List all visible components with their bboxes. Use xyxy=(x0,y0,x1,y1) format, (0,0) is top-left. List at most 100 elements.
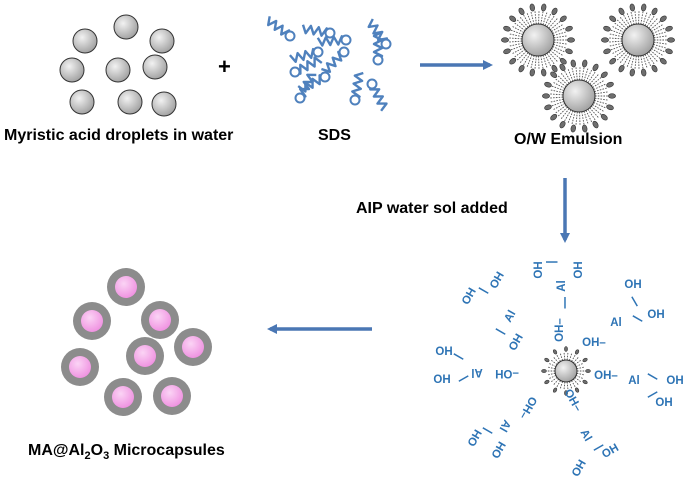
micelle-tail xyxy=(530,55,535,70)
sds-head xyxy=(366,78,378,90)
micelle-tail xyxy=(622,13,631,27)
micelle-head xyxy=(552,349,558,355)
micelle-head xyxy=(564,390,568,396)
micelle-tail xyxy=(567,110,574,124)
micelle-tail xyxy=(630,10,635,25)
micelle-tail xyxy=(652,27,666,34)
micelle-tail xyxy=(548,51,559,63)
micelle-tail xyxy=(552,81,566,89)
micelle-head xyxy=(641,3,647,12)
droplet xyxy=(105,57,131,83)
aip-coated-micelle: OHAlOHOH–||OHOHAlOH||OHAlOHOH–||OHOHAl–O… xyxy=(433,260,683,479)
micelle-tail xyxy=(587,109,597,122)
central-micelle xyxy=(541,346,591,396)
micelle-tail xyxy=(622,53,631,67)
micelle-head xyxy=(565,25,573,32)
micelle-head xyxy=(550,113,558,121)
aip-step-label: AIP water sol added xyxy=(356,200,508,217)
sds-head xyxy=(340,34,352,46)
micelle-head xyxy=(592,63,599,72)
micelle-tail xyxy=(553,35,568,39)
micelle-head xyxy=(559,57,567,65)
micelle-tail xyxy=(646,14,656,27)
micelle-tail xyxy=(546,53,556,66)
micelle-head xyxy=(565,48,573,55)
microcapsule xyxy=(126,337,164,375)
micelle-tail xyxy=(546,14,556,27)
micelle-head xyxy=(609,57,617,65)
micelle-head xyxy=(542,93,550,99)
oh-label: OH xyxy=(460,286,479,307)
micelle-head xyxy=(518,64,525,73)
microcapsule xyxy=(141,301,179,339)
sds-molecule xyxy=(367,18,392,50)
sds-head xyxy=(324,27,336,39)
micelle-head xyxy=(509,57,517,65)
micelle-tail xyxy=(576,372,585,376)
micelle-tail xyxy=(652,46,666,53)
micelle-head xyxy=(629,68,635,77)
micelle-tail xyxy=(608,40,623,43)
micelle-head xyxy=(618,7,625,16)
bond: | xyxy=(593,443,605,452)
sds-molecule xyxy=(289,56,323,78)
micelle-tail xyxy=(511,47,525,55)
micelle-tail xyxy=(575,66,578,81)
sds-molecule xyxy=(301,24,336,39)
micelle-tail xyxy=(640,10,644,25)
ow-emulsion-micelles xyxy=(501,3,675,133)
micelle-tail xyxy=(589,107,600,119)
capsule-core xyxy=(182,336,204,358)
micelle-tail xyxy=(619,16,629,28)
micelle-tail xyxy=(511,25,525,33)
micelle-head xyxy=(606,104,614,111)
micelle-head xyxy=(503,25,511,32)
micelle-core xyxy=(621,23,655,57)
micelle-tail xyxy=(559,352,564,361)
micelle-tail xyxy=(552,356,559,364)
bond: | xyxy=(630,295,639,307)
micelle-tail xyxy=(522,13,531,27)
droplet xyxy=(59,57,85,83)
oh-label: OH xyxy=(466,428,485,449)
myristic-acid-droplets xyxy=(59,14,177,117)
micelle-head xyxy=(603,48,611,55)
micelle-tail xyxy=(583,67,589,81)
micelle-tail xyxy=(552,27,566,34)
micelle-tail xyxy=(516,50,527,62)
micelle-head xyxy=(570,124,576,133)
micelle-tail xyxy=(651,23,664,32)
micelle-tail xyxy=(626,54,633,68)
micelle-tail xyxy=(540,10,544,25)
oh-label: OH– xyxy=(594,370,618,382)
micelle-tail xyxy=(550,359,558,365)
micelle-tail xyxy=(563,352,566,361)
micelle-tail xyxy=(549,89,564,94)
bond: | xyxy=(563,297,566,309)
micelle-tail xyxy=(594,99,608,105)
micelle-tail xyxy=(594,97,609,101)
bond: | xyxy=(452,352,464,361)
micelle-tail xyxy=(513,22,526,31)
micelle-head xyxy=(582,59,588,68)
ma-al2o3-microcapsules xyxy=(61,268,212,416)
micelle-tail xyxy=(549,98,564,103)
sds-molecule xyxy=(297,71,331,93)
micelle-tail xyxy=(649,49,662,60)
oh-label: OH xyxy=(655,397,672,409)
micelle-tail xyxy=(568,381,573,390)
micelle-tail xyxy=(556,380,561,388)
micelle-head xyxy=(600,71,608,79)
micelle-tail xyxy=(644,12,652,26)
capsule-core xyxy=(115,276,137,298)
micelle-tail xyxy=(563,381,566,390)
micelle-head xyxy=(559,63,566,72)
micelle-tail xyxy=(542,55,548,69)
micelle-tail xyxy=(508,37,523,40)
bond: | xyxy=(458,374,470,383)
micelle-tail xyxy=(563,109,572,123)
micelle-tail xyxy=(534,55,537,70)
micelle-tail xyxy=(589,73,600,85)
micelle-tail xyxy=(573,378,580,386)
micelle-tail xyxy=(549,93,564,96)
